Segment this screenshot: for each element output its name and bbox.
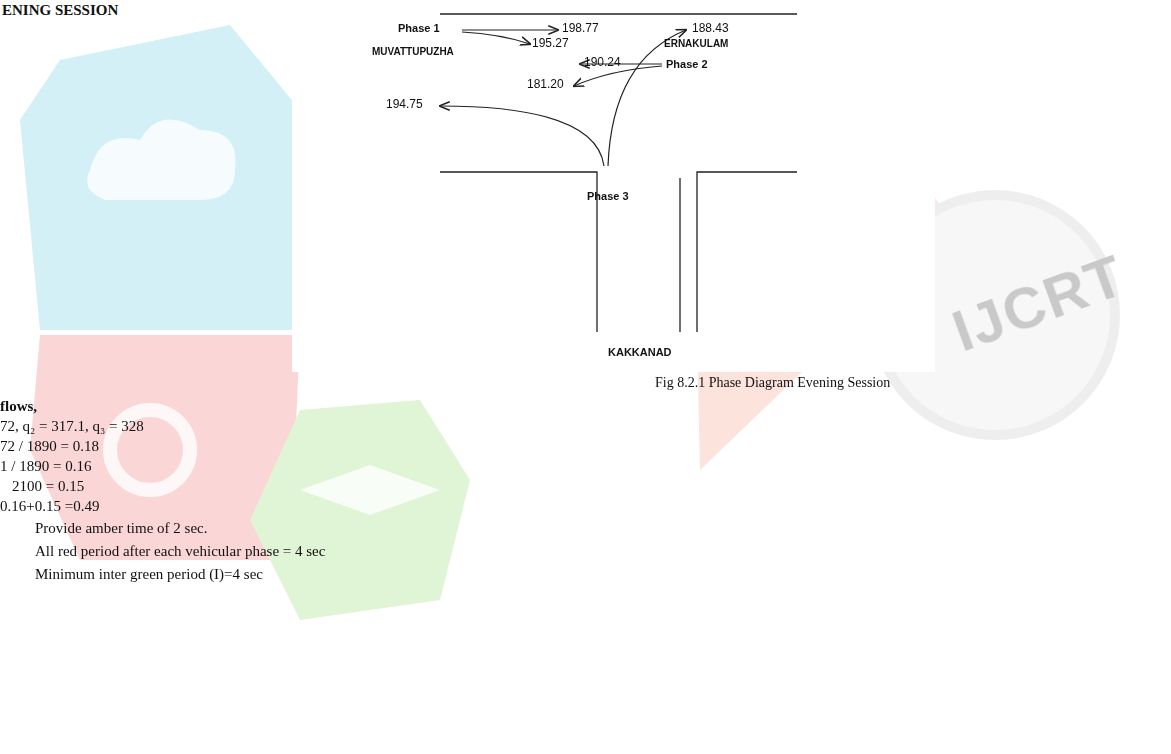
place-name: ERNAKULAM <box>664 38 728 50</box>
phase-label: Phase 1 <box>398 22 440 35</box>
body-text: 72 / 1890 = 0.18 <box>0 438 99 455</box>
figure-caption: Fig 8.2.1 Phase Diagram Evening Session <box>655 375 890 391</box>
body-text: Minimum inter green period (I)=4 sec <box>35 566 263 583</box>
flow-value: 198.77 <box>562 22 599 36</box>
flow-value: 195.27 <box>532 37 569 51</box>
body-text: 2100 = 0.15 <box>12 478 84 495</box>
body-text: 0.16+0.15 =0.49 <box>0 498 99 515</box>
flow-value: 190.24 <box>584 56 621 70</box>
body-text: 1 / 1890 = 0.16 <box>0 458 91 475</box>
place-name: KAKKANAD <box>608 346 672 359</box>
flow-value: 188.43 <box>692 22 729 36</box>
flow-value: 181.20 <box>527 78 564 92</box>
place-name: MUVATTUPUZHA <box>372 46 454 58</box>
movement-arrows <box>440 30 686 166</box>
phase-label: Phase 3 <box>587 190 629 203</box>
road-edges <box>440 14 797 332</box>
flow-value: 194.75 <box>386 98 423 112</box>
body-text: All red period after each vehicular phas… <box>35 543 325 560</box>
section-heading: ENING SESSION <box>2 2 118 19</box>
phase-label: Phase 2 <box>666 58 708 71</box>
body-text: Provide amber time of 2 sec. <box>35 520 207 537</box>
body-text: 72, q₂ = 317.1, q₃ = 328 <box>0 418 144 435</box>
body-text: flows, <box>0 398 37 415</box>
